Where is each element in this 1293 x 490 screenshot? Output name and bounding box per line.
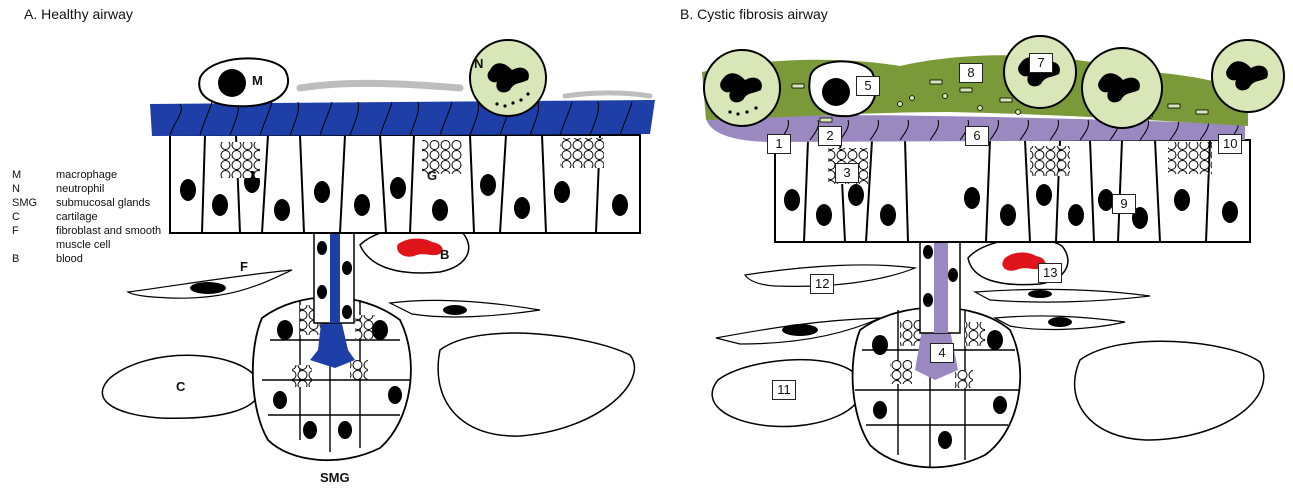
- marker-12: 12: [810, 274, 834, 294]
- neutrophil-b4: [1212, 40, 1284, 112]
- label-macrophage: M: [252, 73, 263, 88]
- marker-10: 10: [1218, 134, 1242, 154]
- macrophage-a: [199, 58, 288, 106]
- cartilage-right-b: [1075, 341, 1264, 440]
- cartilage-right-a: [438, 333, 634, 436]
- marker-3: 3: [835, 163, 859, 183]
- fibroblast-b3: [975, 289, 1150, 302]
- marker-6: 6: [965, 126, 989, 146]
- grey-streak-a2: [565, 93, 650, 96]
- neutrophil-a: [470, 40, 546, 116]
- label-neutrophil: N: [474, 56, 483, 71]
- marker-2: 2: [818, 126, 842, 146]
- label-blood: B: [440, 247, 449, 262]
- epithelium-b: [775, 140, 1250, 242]
- grey-streak-a1: [300, 83, 460, 88]
- panel-a-diagram: [102, 40, 655, 460]
- label-smg: SMG: [320, 470, 350, 485]
- neutrophil-b1: [704, 50, 780, 126]
- marker-8: 8: [959, 63, 983, 83]
- marker-1: 1: [767, 134, 791, 154]
- marker-9: 9: [1112, 194, 1136, 214]
- label-goblet: G: [427, 168, 437, 183]
- marker-4: 4: [930, 343, 954, 363]
- marker-13: 13: [1038, 263, 1062, 283]
- marker-7: 7: [1029, 53, 1053, 73]
- epithelium-a: [170, 135, 640, 233]
- label-fibroblast: F: [240, 259, 248, 274]
- neutrophil-b3: [1082, 48, 1162, 128]
- panel-b-diagram: [702, 36, 1284, 468]
- gland-duct-a: [314, 228, 354, 323]
- marker-11: 11: [772, 380, 796, 400]
- marker-5: 5: [856, 76, 880, 96]
- label-cartilage: C: [176, 379, 185, 394]
